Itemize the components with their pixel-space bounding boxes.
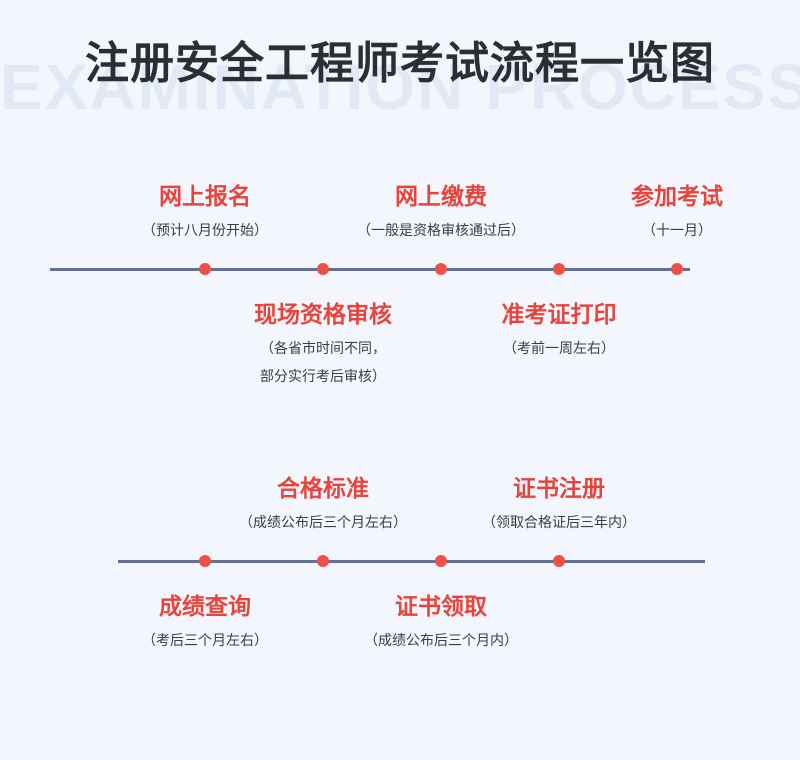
step-take-exam: 参加考试 （十一月） bbox=[547, 186, 800, 245]
step-online-payment: 网上缴费 （一般是资格审核通过后） bbox=[311, 186, 571, 245]
step-note: （预计八月份开始） bbox=[142, 223, 268, 239]
timeline-line-2 bbox=[118, 560, 705, 563]
step-note: （考前一周左右） bbox=[503, 341, 615, 357]
step-note: （十一月） bbox=[642, 223, 712, 239]
step-note: （成绩公布后三个月内） bbox=[364, 633, 518, 649]
step-score-inquiry: 成绩查询 （考后三个月左右） bbox=[75, 596, 335, 655]
step-note: （考后三个月左右） bbox=[142, 633, 268, 649]
timeline-dot bbox=[435, 555, 447, 567]
step-title: 网上缴费 bbox=[395, 184, 487, 210]
step-passing-standard: 合格标准 （成绩公布后三个月左右） bbox=[193, 478, 453, 537]
step-onsite-qualification-review: 现场资格审核 （各省市时间不同， 部分实行考后审核） bbox=[193, 304, 453, 391]
timeline-dot bbox=[553, 555, 565, 567]
step-title: 现场资格审核 bbox=[254, 302, 392, 328]
timeline-dot bbox=[553, 263, 565, 275]
step-title: 参加考试 bbox=[631, 184, 723, 210]
step-note: （一般是资格审核通过后） bbox=[357, 223, 525, 239]
step-certificate-collection: 证书领取 （成绩公布后三个月内） bbox=[311, 596, 571, 655]
watermark-text: EXAMINATION PROCESS bbox=[0, 51, 800, 123]
step-online-registration: 网上报名 （预计八月份开始） bbox=[75, 186, 335, 245]
step-note: （各省市时间不同， bbox=[260, 341, 386, 357]
timeline-line-1 bbox=[50, 268, 690, 271]
timeline-dot bbox=[199, 555, 211, 567]
timeline-dot bbox=[671, 263, 683, 275]
step-certificate-registration: 证书注册 （领取合格证后三年内） bbox=[429, 478, 689, 537]
timeline-dot bbox=[317, 263, 329, 275]
step-title: 证书领取 bbox=[395, 594, 487, 620]
step-title: 准考证打印 bbox=[501, 302, 617, 328]
step-title: 合格标准 bbox=[277, 476, 369, 502]
timeline-dot bbox=[199, 263, 211, 275]
step-note: （成绩公布后三个月左右） bbox=[239, 515, 407, 531]
step-title: 证书注册 bbox=[513, 476, 605, 502]
step-note: 部分实行考后审核） bbox=[260, 369, 386, 385]
step-note: （领取合格证后三年内） bbox=[482, 515, 636, 531]
step-admission-ticket-print: 准考证打印 （考前一周左右） bbox=[429, 304, 689, 363]
page-title: 注册安全工程师考试流程一览图 bbox=[85, 38, 715, 89]
step-title: 成绩查询 bbox=[159, 594, 251, 620]
step-title: 网上报名 bbox=[159, 184, 251, 210]
timeline-dot bbox=[435, 263, 447, 275]
timeline-dot bbox=[317, 555, 329, 567]
